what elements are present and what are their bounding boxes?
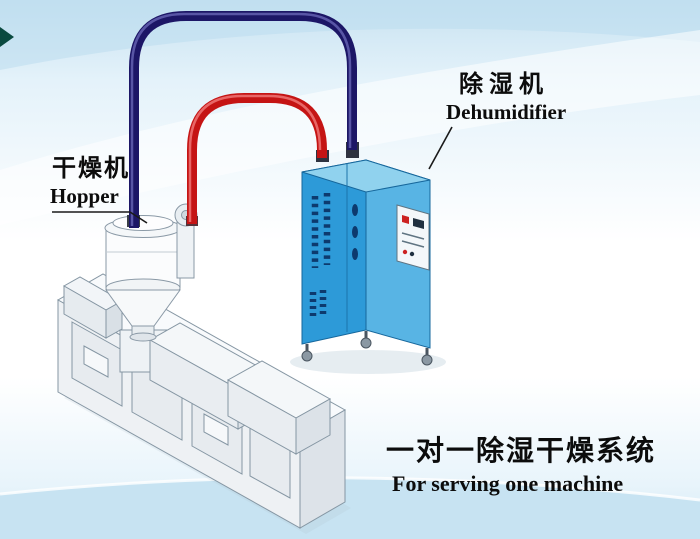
- hopper-dryer: [104, 203, 198, 342]
- vent-slot: [352, 204, 358, 216]
- cabinet-shadow: [290, 350, 446, 374]
- display-window: [413, 218, 424, 229]
- dry-pipe-highlight: [188, 94, 322, 222]
- head-block-side: [295, 398, 331, 455]
- panel-button-red: [402, 249, 408, 255]
- caster-wheel: [421, 354, 433, 366]
- caption-en: For serving one machine: [392, 471, 624, 496]
- extruder-machine: [56, 273, 351, 534]
- panel-button-dark: [409, 251, 415, 257]
- hopper-label-en: Hopper: [50, 184, 119, 208]
- caption-cn: 一对一除湿干燥系统: [386, 435, 657, 466]
- indicator-light-red: [402, 215, 409, 224]
- panel-vent: [203, 413, 229, 446]
- dehumidifier-label-cn: 除湿机: [459, 71, 549, 98]
- dehumidifier-cabinet: [290, 142, 446, 374]
- caster-wheels: [301, 331, 433, 366]
- loader-column: [176, 221, 195, 279]
- return-pipe-highlight: [130, 12, 352, 226]
- caster-wheel: [360, 337, 372, 349]
- dehumidifier-label-en: Dehumidifier: [446, 100, 567, 124]
- leader-lines: [52, 126, 453, 224]
- corner-accent: [0, 27, 14, 47]
- panel-vent: [83, 345, 109, 378]
- caster-wheel: [301, 350, 313, 362]
- bottom-highlight-line: [0, 476, 700, 502]
- bottom-band: [0, 477, 700, 539]
- hopper-label-cn: 干燥机: [52, 155, 130, 182]
- dry-air-pipe: [187, 93, 327, 224]
- hopper-leader-line: [129, 211, 148, 224]
- vent-slot: [352, 248, 358, 260]
- hopper-lid-dome: [112, 215, 174, 231]
- hopper-outlet-flange: [129, 332, 157, 342]
- panel-line: [401, 232, 425, 240]
- dry-pipe-tube: [187, 93, 327, 224]
- dehumidifier-vents: [309, 193, 331, 318]
- return-air-pipe: [129, 11, 357, 228]
- control-panel-plate: [396, 204, 430, 271]
- vent-slot: [352, 226, 358, 238]
- panel-line: [401, 240, 425, 248]
- dehumidifier-control-panel: [396, 204, 430, 271]
- dehumidifier-leader-line: [428, 126, 453, 170]
- cabinet-top-face: [301, 159, 431, 193]
